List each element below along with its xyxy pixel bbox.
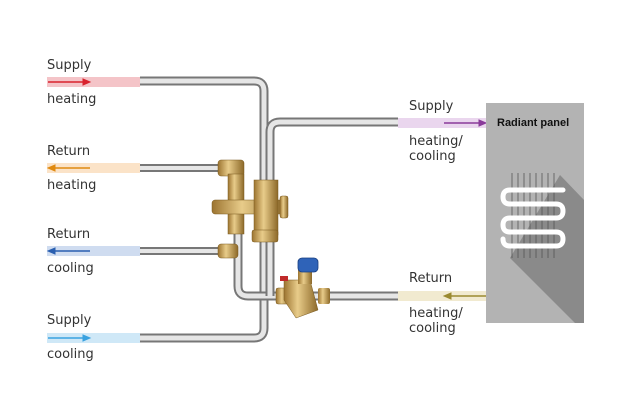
supply-cooling-label-top: Supply (47, 313, 92, 328)
return-cooling-band (47, 246, 140, 256)
supply-heating-band (47, 77, 140, 87)
supply-hc-band (398, 118, 486, 128)
supply-cooling-band (47, 333, 140, 343)
supply-hc-arrow-icon (444, 119, 488, 127)
radiant-panel-title: Radiant panel (497, 117, 570, 129)
return-heating-band (47, 163, 140, 173)
zone-valve-assembly (211, 159, 289, 259)
return-cooling-label-top: Return (47, 227, 91, 242)
pipes (140, 76, 398, 343)
return-hc-label-bottom: heating/ cooling (409, 306, 463, 336)
return-heating-label-top: Return (47, 144, 91, 159)
return-hc-arrow-icon (442, 292, 486, 300)
supply-heating-label-top: Supply (47, 58, 92, 73)
supply-heating-label-bottom: heating (47, 92, 97, 107)
return-cooling-label-bottom: cooling (47, 261, 94, 276)
return-heating-label-bottom: heating (47, 178, 97, 193)
supply-heating-arrow-icon (48, 78, 92, 86)
balancing-valve (275, 257, 330, 319)
supply-hc-label-bottom: heating/ cooling (409, 134, 463, 164)
supply-hc-label-top: Supply (409, 99, 454, 114)
radiant-panel (486, 103, 584, 323)
return-hc-band (398, 291, 486, 301)
return-hc-label-top: Return (409, 271, 453, 286)
valve-handwheel-icon (297, 257, 319, 273)
return-heating-arrow-icon (46, 164, 90, 172)
serpentine-coil-icon (500, 187, 566, 249)
return-cooling-arrow-icon (46, 247, 90, 255)
supply-cooling-label-bottom: cooling (47, 347, 94, 362)
supply-cooling-arrow-icon (48, 334, 92, 342)
